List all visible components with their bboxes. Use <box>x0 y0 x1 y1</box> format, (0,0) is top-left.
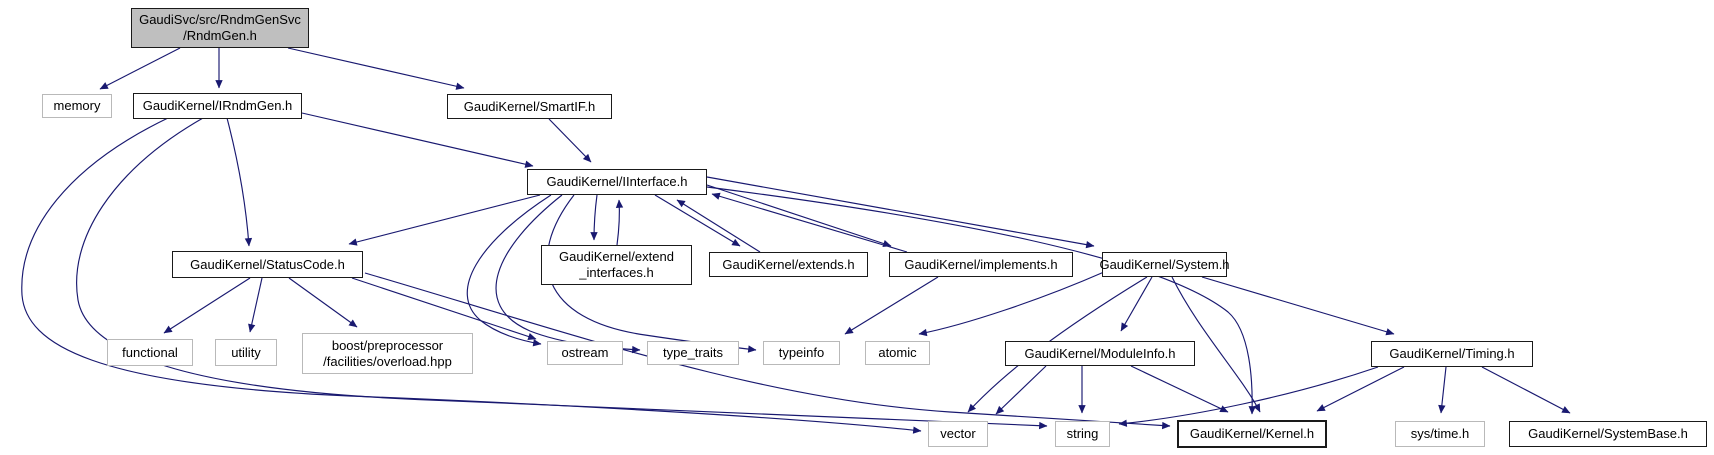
node-implements-h[interactable]: GaudiKernel/implements.h <box>889 252 1073 277</box>
node-statuscode-h[interactable]: GaudiKernel/StatusCode.h <box>172 251 363 278</box>
node-sys-time-h: sys/time.h <box>1395 421 1485 447</box>
node-iinterface-h[interactable]: GaudiKernel/IInterface.h <box>527 169 707 195</box>
edge-smartif-iinterface <box>548 118 592 163</box>
edge-root-memory <box>99 47 181 90</box>
edge-moduleinfo-kernel <box>1130 365 1229 413</box>
node-functional: functional <box>107 339 193 366</box>
edge-moduleinfo-vector <box>995 365 1047 415</box>
edge-iinterface-system <box>706 176 1095 249</box>
edge-extendint-iinterface <box>615 199 624 246</box>
edge-system-atomic <box>918 271 1105 337</box>
edge-iinterface-extends <box>654 194 741 247</box>
node-extends-h[interactable]: GaudiKernel/extends.h <box>709 252 868 277</box>
node-string: string <box>1055 421 1110 447</box>
node-memory: memory <box>42 94 112 118</box>
edge-iinterface-statuscode <box>348 194 541 246</box>
node-boost-overload-hpp: boost/preprocessor /facilities/overload.… <box>302 333 473 374</box>
node-vector: vector <box>928 421 988 447</box>
edge-timing-systembase <box>1481 366 1571 414</box>
edge-system-moduleinfo <box>1120 276 1153 332</box>
node-kernel-h[interactable]: GaudiKernel/Kernel.h <box>1177 420 1327 448</box>
edge-iinterface-extendint <box>590 194 598 241</box>
edge-iinterface-kernel <box>706 186 1256 415</box>
edge-extends-iinterface <box>676 199 761 253</box>
edge-timing-string <box>1118 366 1379 427</box>
edge-statuscode-boost <box>288 277 358 328</box>
edge-system-timing <box>1201 276 1395 336</box>
node-smartif-h[interactable]: GaudiKernel/SmartIF.h <box>447 94 612 119</box>
node-extend-interfaces-h[interactable]: GaudiKernel/extend _interfaces.h <box>541 245 692 285</box>
edge-statuscode-ostream <box>351 277 537 341</box>
edge-irndmgen-iinterface <box>301 112 534 168</box>
node-system-h[interactable]: GaudiKernel/System.h <box>1099 252 1230 277</box>
edge-implements-iinterface <box>711 192 908 253</box>
edge-root-smartif <box>287 47 465 90</box>
node-type-traits: type_traits <box>647 341 739 365</box>
edge-iinterface-ostream <box>466 194 552 347</box>
node-rndmgen-root: GaudiSvc/src/RndmGenSvc /RndmGen.h <box>131 8 309 48</box>
node-ostream: ostream <box>547 341 623 365</box>
node-atomic: atomic <box>865 341 930 365</box>
node-timing-h[interactable]: GaudiKernel/Timing.h <box>1371 341 1533 367</box>
edge-system-kernel <box>1171 276 1261 413</box>
edge-statuscode-functional <box>163 277 251 334</box>
edge-statuscode-utility <box>248 277 263 333</box>
node-moduleinfo-h[interactable]: GaudiKernel/ModuleInfo.h <box>1005 341 1195 366</box>
node-typeinfo: typeinfo <box>763 341 840 365</box>
edge-iinterface-implements <box>706 184 892 248</box>
edge-timing-systime <box>1438 366 1447 414</box>
edge-implements-typeinfo <box>844 276 939 335</box>
edge-timing-kernel <box>1316 366 1405 412</box>
edge-irndmgen-statuscode <box>226 117 253 247</box>
node-utility: utility <box>215 339 277 366</box>
edge-irndmgen-vector <box>21 117 922 434</box>
node-irndmgen-h[interactable]: GaudiKernel/IRndmGen.h <box>133 93 302 119</box>
node-systembase-h[interactable]: GaudiKernel/SystemBase.h <box>1509 421 1707 447</box>
